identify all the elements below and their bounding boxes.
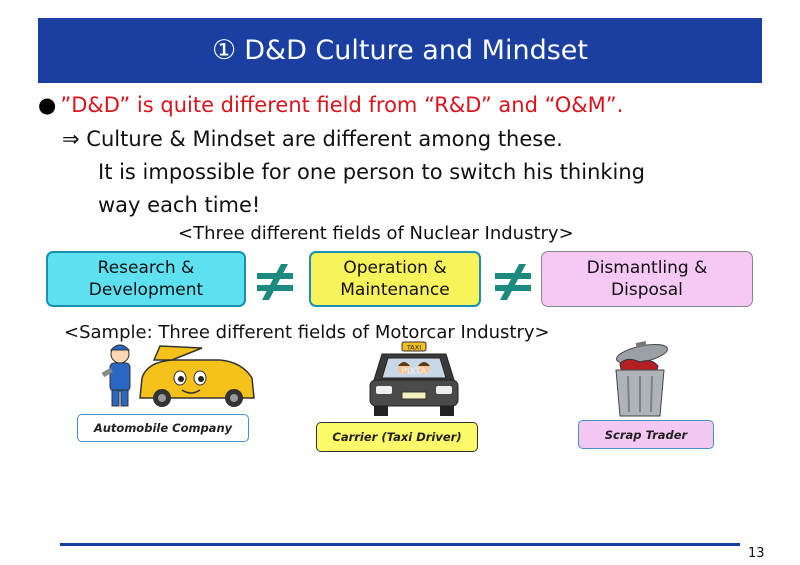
label-automobile-company: Automobile Company [77,414,249,442]
field-operation-line1: Operation & [343,257,447,278]
title-number: ① [212,35,237,66]
field-research-development: Research &Development [46,251,246,307]
not-equal-icon [495,264,531,300]
taxi-illustration: TAXI PIXTA [369,341,459,416]
mechanic-car-illustration [102,344,255,407]
slide-title: D&D Culture and Mindset [244,35,588,66]
impossible-line: It is impossible for one person to switc… [98,160,646,184]
footer-divider [60,543,740,546]
taxi-sign-text: TAXI [406,344,421,352]
bullet-main: ●”D&D” is quite different field from “R&… [38,93,623,117]
bullet-dot-icon: ● [38,93,57,117]
bullet-text: ”D&D” is quite different field from “R&D… [60,93,624,117]
nuclear-heading: <Three different fields of Nuclear Indus… [178,223,574,244]
field-dismantling-disposal: Dismantling &Disposal [541,251,753,307]
each-time-line: way each time! [98,193,261,217]
culture-line: ⇒ Culture & Mindset are different among … [62,127,563,151]
trash-can-illustration [615,341,668,417]
title-bar: ① D&D Culture and Mindset [38,18,762,83]
field-operation-maintenance: Operation &Maintenance [309,251,481,307]
field-research-line2: Development [88,280,204,300]
label-scrap-text: Scrap Trader [604,427,688,442]
label-carrier-taxi-driver: Carrier (Taxi Driver) [316,422,478,452]
culture-text: Culture & Mindset are different among th… [86,127,563,151]
watermark-text: PIXTA [401,367,427,377]
motorcar-heading: <Sample: Three different fields of Motor… [64,322,550,343]
page-number: 13 [748,546,765,561]
arrow-icon: ⇒ [62,127,80,151]
label-scrap-trader: Scrap Trader [578,420,714,449]
field-dismantling-line2: Disposal [611,280,683,300]
field-dismantling-line1: Dismantling & [586,257,708,278]
not-equal-icon [257,264,293,300]
field-operation-line2: Maintenance [340,280,450,300]
field-research-line1: Research & [97,257,195,278]
label-carrier-text: Carrier (Taxi Driver) [332,430,462,444]
label-automobile-text: Automobile Company [93,421,233,435]
